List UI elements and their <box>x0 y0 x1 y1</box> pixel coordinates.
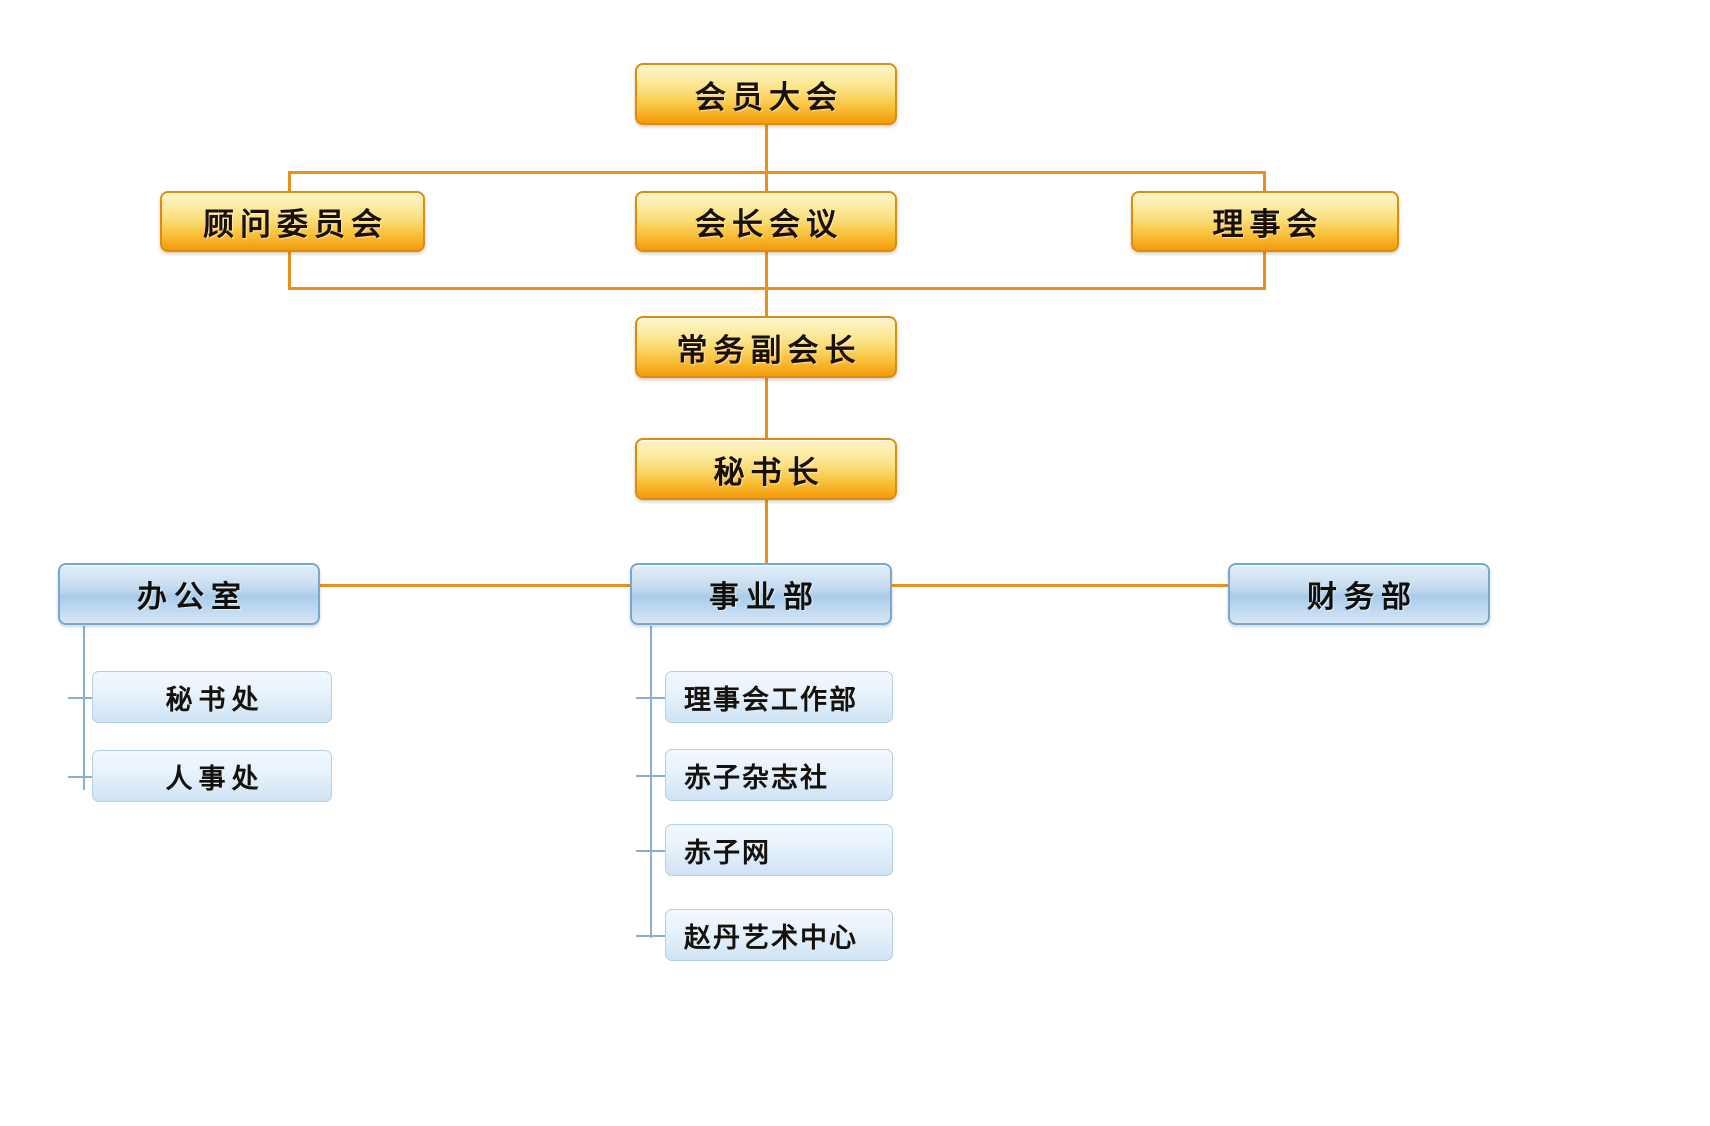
connector-office-spine <box>83 626 85 790</box>
node-presidents-label: 会长会议 <box>695 207 843 242</box>
node-board-of-directors[interactable]: 理事会 <box>1131 191 1399 252</box>
leaf-business-chizi-web[interactable]: 赤子网 <box>665 824 893 876</box>
connector-business-branch-2 <box>636 775 666 777</box>
node-exec-vp-label: 常务副会长 <box>676 332 862 368</box>
connector-office-branch-1 <box>68 697 92 699</box>
node-advisory-label: 顾问委员会 <box>203 207 388 242</box>
node-finance-department[interactable]: 财务部 <box>1228 563 1490 625</box>
connector-board-down <box>1263 251 1266 290</box>
leaf-label: 赵丹艺术中心 <box>684 922 858 953</box>
node-finance-label: 财务部 <box>1307 581 1418 614</box>
connector-drop-advisory <box>288 171 291 193</box>
leaf-office-secretariat[interactable]: 秘书处 <box>92 671 332 723</box>
node-advisory-committee[interactable]: 顾问委员会 <box>160 191 425 252</box>
leaf-label: 秘书处 <box>165 684 265 715</box>
connector-office-branch-2 <box>68 776 92 778</box>
node-business-department[interactable]: 事业部 <box>630 563 892 625</box>
connector-merge-bus <box>288 287 1266 290</box>
connector-drop-board <box>1263 171 1266 193</box>
node-office[interactable]: 办公室 <box>58 563 320 625</box>
connector-drop-presidents <box>765 171 768 195</box>
connector-vp-to-secgen <box>765 378 768 475</box>
node-executive-vice-president[interactable]: 常务副会长 <box>635 316 897 378</box>
leaf-office-personnel[interactable]: 人事处 <box>92 750 332 802</box>
connector-level2-bus <box>288 171 1266 174</box>
node-business-label: 事业部 <box>709 581 820 614</box>
connector-business-branch-1 <box>636 697 666 699</box>
connector-secgen-stem <box>765 500 768 586</box>
connector-business-spine <box>650 626 652 938</box>
connector-business-branch-4 <box>636 935 666 937</box>
node-assembly[interactable]: 会员大会 <box>635 63 897 125</box>
connector-presidents-to-vp <box>765 251 768 318</box>
leaf-label: 人事处 <box>165 763 265 794</box>
connector-business-branch-3 <box>636 850 666 852</box>
leaf-label: 理事会工作部 <box>684 684 858 715</box>
leaf-business-chizi-magazine[interactable]: 赤子杂志社 <box>665 749 893 801</box>
leaf-business-board-work[interactable]: 理事会工作部 <box>665 671 893 723</box>
node-sec-general-label: 秘书长 <box>713 454 825 490</box>
leaf-label: 赤子杂志社 <box>684 762 829 793</box>
connector-advisory-down <box>288 251 291 290</box>
leaf-business-zhaodan-art-center[interactable]: 赵丹艺术中心 <box>665 909 893 961</box>
leaf-label: 赤子网 <box>684 837 771 868</box>
node-assembly-label: 会员大会 <box>695 79 843 115</box>
node-presidents-meeting[interactable]: 会长会议 <box>635 191 897 252</box>
node-secretary-general[interactable]: 秘书长 <box>635 438 897 500</box>
node-office-label: 办公室 <box>137 581 248 614</box>
connector-assembly-stem <box>765 125 768 173</box>
node-board-label: 理事会 <box>1212 207 1324 242</box>
